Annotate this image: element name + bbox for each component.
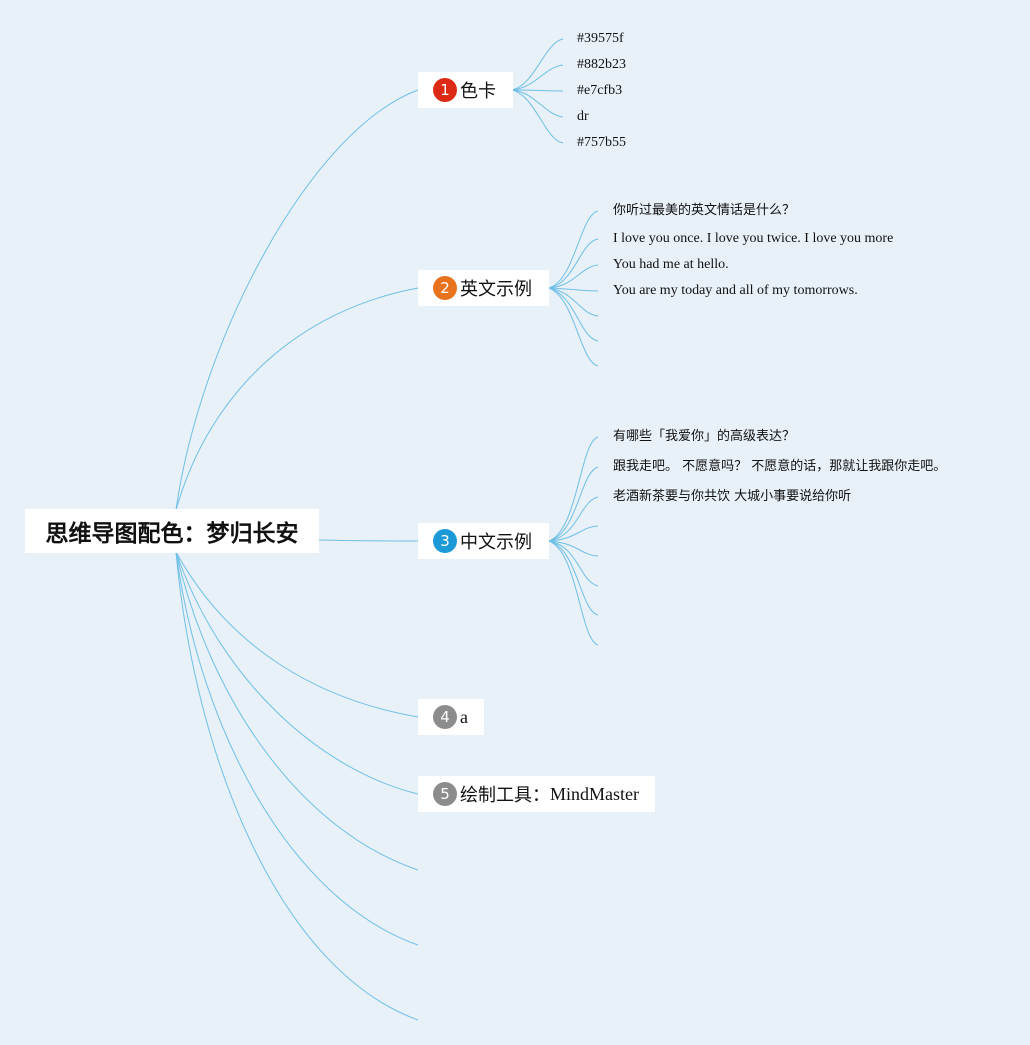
link-root-empty-3 bbox=[175, 551, 419, 1021]
subtopic[interactable]: dr bbox=[577, 109, 589, 124]
link-t1-c2 bbox=[511, 64, 564, 91]
link-t1-c3 bbox=[511, 89, 564, 92]
number-badge-icon: 4 bbox=[433, 705, 457, 729]
main-topic-5[interactable]: 5 绘制工具：MindMaster bbox=[418, 776, 655, 812]
link-t1-c1 bbox=[511, 38, 564, 91]
subtopic[interactable]: You are my today and all of my tomorrows… bbox=[613, 283, 858, 298]
number-badge-icon: 5 bbox=[433, 782, 457, 806]
link-t3-c2 bbox=[548, 466, 599, 542]
link-t2-c3 bbox=[548, 264, 599, 289]
link-t2-e3 bbox=[548, 287, 599, 367]
subtopic[interactable]: #757b55 bbox=[577, 135, 626, 150]
central-topic-label: 思维导图配色：梦归长安 bbox=[45, 521, 299, 547]
subtopic[interactable]: I love you once. I love you twice. I lov… bbox=[613, 231, 894, 246]
central-topic[interactable]: 思维导图配色：梦归长安 bbox=[25, 509, 319, 553]
link-t2-e2 bbox=[548, 287, 599, 342]
link-t2-c1 bbox=[548, 210, 599, 289]
number-badge-icon: 2 bbox=[433, 276, 457, 300]
link-t3-e1 bbox=[548, 525, 599, 542]
subtopic[interactable]: #882b23 bbox=[577, 57, 626, 72]
main-topic-label: a bbox=[460, 706, 468, 727]
link-root-topic-5 bbox=[175, 551, 419, 795]
link-t1-c5 bbox=[511, 89, 564, 144]
link-root-topic-4 bbox=[175, 551, 419, 718]
link-root-topic-2 bbox=[175, 287, 419, 511]
main-topic-2[interactable]: 2 英文示例 bbox=[418, 270, 549, 306]
link-t2-c2 bbox=[548, 238, 599, 289]
main-topic-label: 英文示例 bbox=[460, 279, 532, 300]
link-t2-c4 bbox=[548, 287, 599, 292]
link-t3-e2 bbox=[548, 540, 599, 557]
subtopic[interactable]: You had me at hello. bbox=[613, 257, 729, 272]
subtopic[interactable]: 老酒新茶要与你共饮 大城小事要说给你听 bbox=[613, 489, 852, 504]
link-t3-c3 bbox=[548, 496, 599, 542]
link-t1-c4 bbox=[511, 89, 564, 118]
main-topic-1[interactable]: 1 色卡 bbox=[418, 72, 513, 108]
main-topic-4[interactable]: 4 a bbox=[418, 699, 484, 735]
link-t3-e3 bbox=[548, 540, 599, 587]
main-topic-label-extra: MindMaster bbox=[550, 783, 639, 804]
number-badge-icon: 1 bbox=[433, 78, 457, 102]
number-badge-icon: 3 bbox=[433, 529, 457, 553]
link-root-empty-2 bbox=[175, 551, 419, 946]
subtopic[interactable]: #39575f bbox=[577, 31, 624, 46]
main-topic-label: 中文示例 bbox=[460, 532, 532, 553]
link-root-empty-1 bbox=[175, 551, 419, 871]
link-t2-e1 bbox=[548, 287, 599, 317]
link-t3-c1 bbox=[548, 436, 599, 542]
main-topic-3[interactable]: 3 中文示例 bbox=[418, 523, 549, 559]
subtopic[interactable]: 有哪些「我爱你」的高级表达？ bbox=[613, 429, 796, 444]
link-root-topic-3 bbox=[318, 539, 419, 542]
subtopic[interactable]: 你听过最美的英文情话是什么？ bbox=[613, 203, 796, 218]
subtopic[interactable]: 跟我走吧。 不愿意吗？ 不愿意的话，那就让我跟你走吧。 bbox=[613, 459, 947, 474]
link-t3-e4 bbox=[548, 540, 599, 616]
main-topic-label: 色卡 bbox=[460, 81, 496, 102]
main-topic-label: 绘制工具： bbox=[460, 785, 550, 806]
link-t3-e5 bbox=[548, 540, 599, 646]
link-root-topic-1 bbox=[175, 89, 419, 511]
subtopic[interactable]: #e7cfb3 bbox=[577, 83, 623, 98]
